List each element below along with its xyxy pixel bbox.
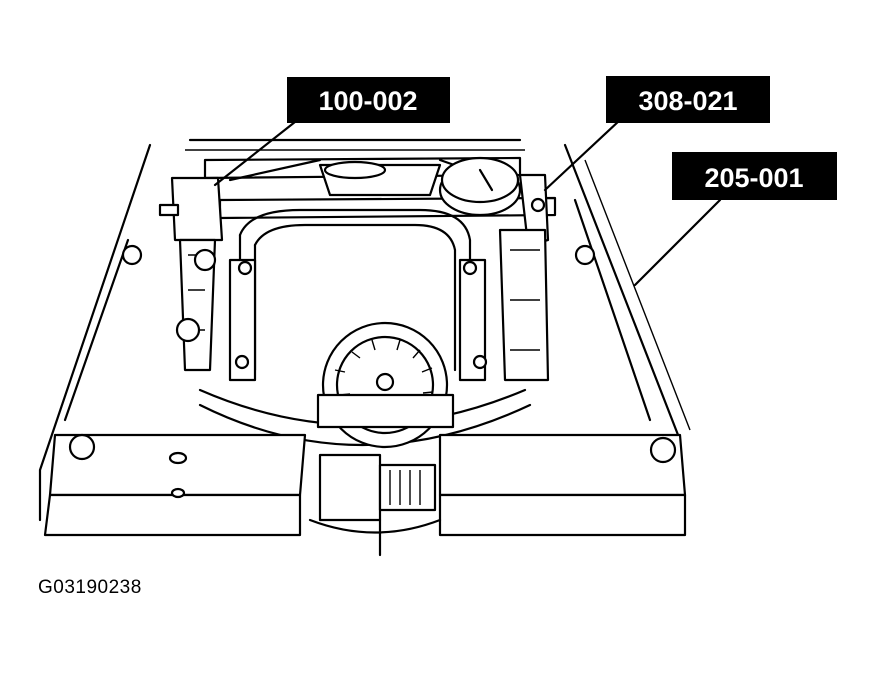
callout-308-021: 308-021 <box>606 76 770 123</box>
callout-label: 205-001 <box>704 163 803 193</box>
timing-sprocket <box>316 321 455 449</box>
fixture-plate <box>38 138 691 522</box>
callout-100-002: 100-002 <box>287 77 450 123</box>
leader-lines <box>213 116 722 287</box>
figure-id: G03190238 <box>38 577 142 598</box>
leader-100-002 <box>213 116 302 187</box>
leader-205-001 <box>633 198 722 287</box>
leader-308-021 <box>543 118 622 192</box>
callout-label: 100-002 <box>318 86 417 116</box>
engine-block <box>198 208 532 446</box>
dial-indicator <box>438 156 550 247</box>
callout-205-001: 205-001 <box>672 152 837 200</box>
front-base-plates <box>43 433 687 557</box>
callout-label: 308-021 <box>638 86 737 116</box>
right-clamp <box>498 228 550 382</box>
